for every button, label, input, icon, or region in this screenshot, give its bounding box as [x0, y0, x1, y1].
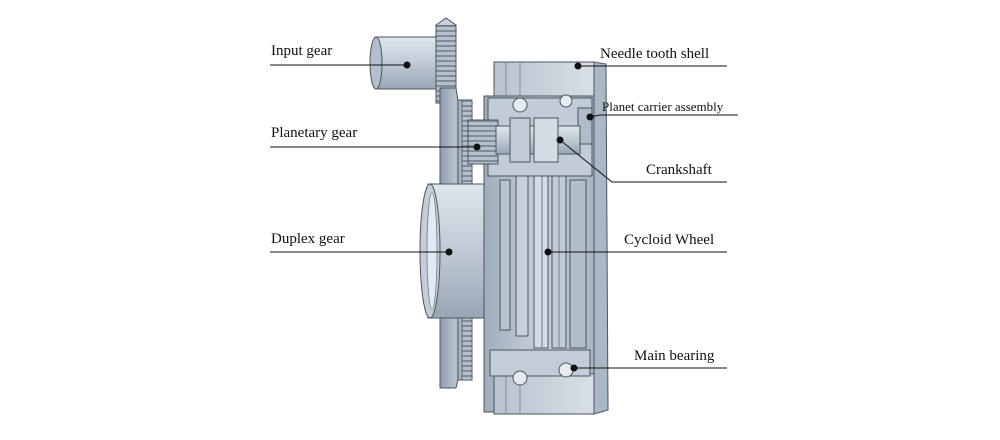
- anchor-needle-tooth-shell: [574, 62, 582, 70]
- label-planet-carrier-assembly: Planet carrier assembly: [602, 99, 724, 114]
- crankshaft: [495, 117, 581, 163]
- label-crankshaft: Crankshaft: [646, 162, 712, 178]
- label-needle-tooth-shell: Needle tooth shell: [600, 46, 710, 62]
- label-cycloid-wheel: Cycloid Wheel: [624, 232, 715, 248]
- anchor-crankshaft: [556, 136, 564, 144]
- label-main-bearing: Main bearing: [634, 348, 715, 364]
- planetary-gear: [467, 119, 499, 165]
- leader-planet-carrier: [589, 114, 738, 118]
- leader-lines: [270, 61, 738, 372]
- needle-tooth-shell: [493, 61, 609, 415]
- anchor-input-gear: [403, 61, 411, 69]
- anchor-cycloid-wheel: [544, 248, 552, 256]
- main-bearing: [489, 349, 591, 386]
- label-duplex-gear: Duplex gear: [271, 231, 345, 247]
- input-gear: [369, 17, 457, 104]
- anchor-planet-carrier: [586, 113, 594, 121]
- label-input-gear: Input gear: [271, 43, 333, 59]
- leader-crankshaft: [559, 139, 727, 183]
- anchor-planetary-gear: [473, 143, 481, 151]
- anchor-main-bearing: [570, 364, 578, 372]
- anchor-duplex-gear: [445, 248, 453, 256]
- label-planetary-gear: Planetary gear: [271, 125, 358, 141]
